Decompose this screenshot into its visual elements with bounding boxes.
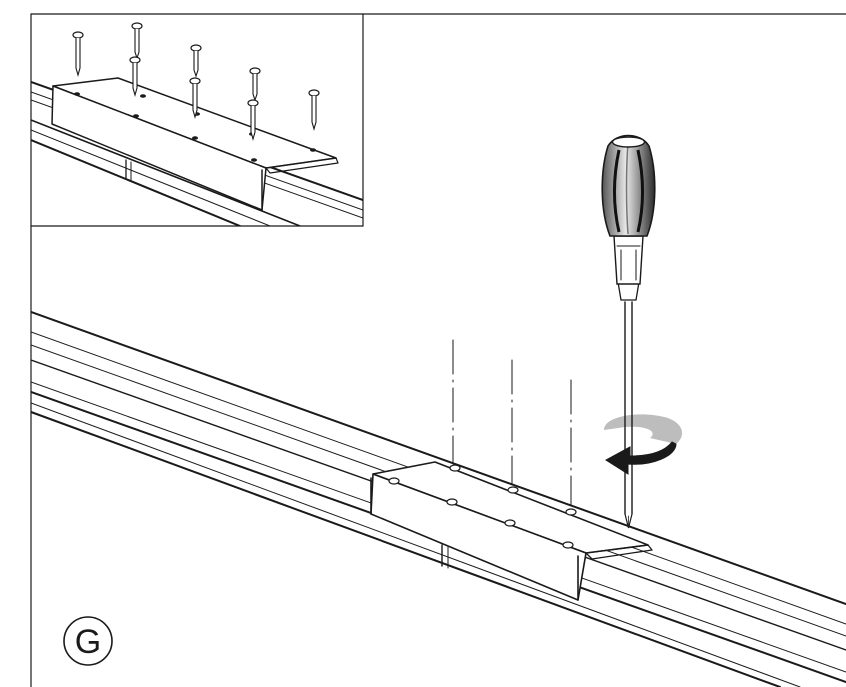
screw-head	[388, 477, 400, 485]
inset-detail	[30, 13, 364, 227]
screw-icon	[308, 89, 320, 132]
frame	[30, 13, 846, 687]
screw-head	[507, 486, 519, 494]
screw-head	[449, 464, 461, 472]
screw-icon	[190, 44, 202, 78]
screw-icon	[189, 77, 201, 120]
step-label: G	[75, 623, 101, 661]
screw-heads	[388, 464, 577, 549]
insertion-guides	[452, 339, 572, 507]
screw-icon	[131, 22, 143, 60]
screw-icon	[249, 67, 261, 102]
screw-head	[565, 508, 577, 516]
rotation-arrow-front	[605, 441, 677, 475]
screw-head	[446, 498, 458, 506]
screw-icon	[247, 99, 259, 142]
screw-icon	[129, 56, 141, 98]
screw-head	[562, 541, 574, 549]
step-badge: G	[63, 616, 113, 666]
screw-icon	[72, 31, 84, 78]
connector-bracket	[370, 461, 653, 601]
screw-head	[504, 519, 516, 527]
screwdriver-icon	[601, 134, 656, 529]
rotate-clockwise-icon	[604, 414, 683, 444]
